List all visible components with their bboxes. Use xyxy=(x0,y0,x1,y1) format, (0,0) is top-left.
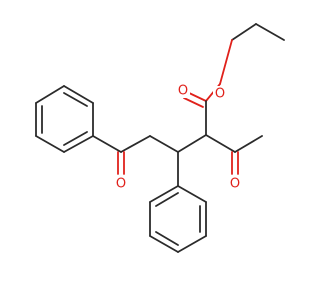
oxygen-label-acetyl: O xyxy=(230,177,240,192)
bond-alpha-benzylic xyxy=(177,134,207,153)
oxygen-label-ester-carbonyl: O xyxy=(178,84,188,99)
oxygen-label-ester-oxygen: O xyxy=(215,87,225,102)
bond-benzylic-ch2 xyxy=(149,135,179,153)
bond-ethyl-ch2 xyxy=(255,23,285,41)
bond-ester-o-ethyl xyxy=(219,39,233,85)
bond-alpha-acetyl xyxy=(205,134,236,153)
oxygen-label-benzoyl: O xyxy=(116,177,126,192)
structure-canvas: O O O O xyxy=(35,23,285,253)
bond-ethyl-ch3 xyxy=(231,23,257,41)
bond-ester-c-double-o-b xyxy=(183,97,204,108)
bond-acetyl-methyl xyxy=(234,135,263,153)
bond-ester-c-double-o-a xyxy=(186,91,207,102)
chemical-structure-diagram: O O O O xyxy=(35,23,285,253)
bond-ch2-benzoyl xyxy=(120,135,151,153)
bond-benzoyl-phenyl xyxy=(92,135,122,153)
phenyl-ring-left xyxy=(35,85,94,153)
phenyl-ring-bottom xyxy=(149,185,207,253)
